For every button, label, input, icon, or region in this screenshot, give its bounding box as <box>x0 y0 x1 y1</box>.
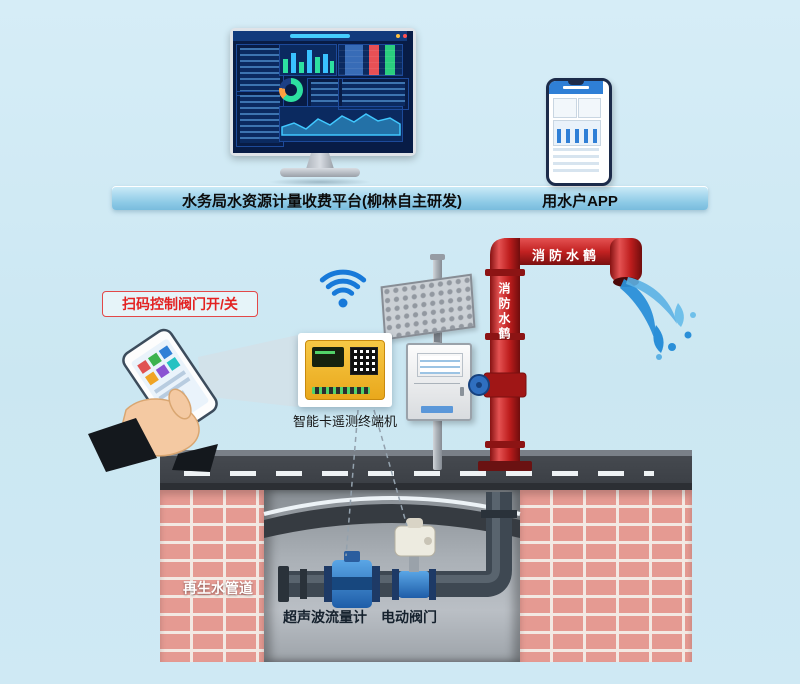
solar-panel-arm <box>434 326 440 342</box>
app-title: 用水户APP <box>542 193 618 210</box>
riser-flange <box>485 441 525 448</box>
scan-control-label: 扫码控制阀门开/关 <box>102 291 258 317</box>
dashboard-table-panel <box>338 78 409 110</box>
electric-valve-label: 电动阀门 <box>381 609 437 625</box>
water-splash-icon <box>620 277 696 360</box>
cabinet-label <box>417 353 463 377</box>
valve-stem <box>409 554 419 572</box>
hand-with-phone <box>88 328 298 472</box>
underground-pipes <box>263 492 521 608</box>
terminal-screen <box>312 347 344 367</box>
app-card <box>553 98 577 118</box>
pit-arch <box>264 504 520 538</box>
road <box>160 450 692 490</box>
telemetry-cabinet <box>406 343 472 421</box>
app-chart-bars <box>557 129 597 143</box>
monitor <box>230 28 416 156</box>
platform-banner <box>112 186 708 210</box>
meter-display-head <box>344 551 360 562</box>
actuator-cap <box>406 518 423 528</box>
terminal-port-strip <box>312 387 370 394</box>
actuator-knob <box>424 537 432 545</box>
platform-title: 水务局水资源计量收费平台(柳林自主研发) <box>182 193 462 210</box>
app-list <box>553 148 599 172</box>
dashboard-gauge <box>279 78 303 102</box>
pipe-flange <box>481 510 517 518</box>
status-dot <box>396 34 400 38</box>
held-phone <box>122 328 218 436</box>
pipe-end-cap <box>278 566 289 602</box>
dashboard-screen <box>233 31 413 153</box>
riser-flange <box>485 333 525 340</box>
reclaimed-pipe-label: 再生水管道 <box>183 580 253 596</box>
status-dot <box>403 34 407 38</box>
app-card <box>578 98 601 118</box>
dashboard-bar-chart <box>279 44 337 76</box>
cabinet-lock <box>460 387 464 396</box>
road-centerline <box>184 471 654 476</box>
smart-terminal-label: 智能卡遥测终端机 <box>292 414 397 429</box>
hydrant-label-vertical: 消防水鹤 <box>497 282 511 342</box>
scan-beam <box>198 335 298 407</box>
dashboard-status-table <box>338 44 403 76</box>
fire-hydrant-pipe <box>468 238 696 471</box>
user-app-phone <box>546 78 612 186</box>
monitor-base <box>280 168 360 177</box>
brick-wall-left <box>160 490 264 662</box>
wifi-icon <box>319 269 367 308</box>
pipe-highlight <box>286 492 500 583</box>
sleeve <box>88 418 157 472</box>
hydrant-riser <box>490 255 520 471</box>
app-chart <box>553 120 601 146</box>
flow-meter-label: 超声波流量计 <box>283 609 367 625</box>
meter-band <box>332 577 372 590</box>
riser-flange <box>485 269 525 276</box>
dashboard-list-panel <box>307 78 343 110</box>
dashboard-table-panel <box>236 91 284 147</box>
app-header-title <box>563 86 589 89</box>
pipe-flange <box>300 569 307 599</box>
valve-flange <box>392 569 399 600</box>
monitor-stand <box>306 153 334 169</box>
thumb <box>168 388 192 420</box>
brick-wall-right <box>520 490 692 662</box>
meter-valve-labels: 超声波流量计 电动阀门 <box>283 607 437 627</box>
hydrant-label-horizontal: 消防水鹤 <box>531 248 600 263</box>
monitor-shadow <box>268 178 372 186</box>
base-flange <box>478 461 532 471</box>
hydrant-valve-section <box>483 372 527 398</box>
pole-cap <box>430 254 445 260</box>
cabinet-logo <box>421 406 453 413</box>
phone-notch <box>568 81 584 85</box>
dashboard-area-chart <box>279 106 403 142</box>
dashboard-table-panel <box>236 44 284 96</box>
cabinet-door-seam <box>414 383 460 384</box>
terminal-screen-text <box>315 351 335 354</box>
sleeve-cuff <box>172 444 218 472</box>
meter-flange <box>372 566 380 602</box>
handwheel-hub <box>476 382 482 388</box>
electric-valve-body <box>399 571 429 598</box>
hydrant-horizontal-pipe <box>504 238 626 265</box>
hydrant-nozzle <box>610 238 642 282</box>
dashboard-title-bar <box>290 34 350 38</box>
meter-flange <box>324 566 332 602</box>
valve-flange <box>429 569 436 600</box>
smart-card-terminal <box>305 340 385 400</box>
terminal-card <box>298 333 392 407</box>
gauge-hole <box>285 84 297 96</box>
qr-code-icon <box>350 347 378 375</box>
